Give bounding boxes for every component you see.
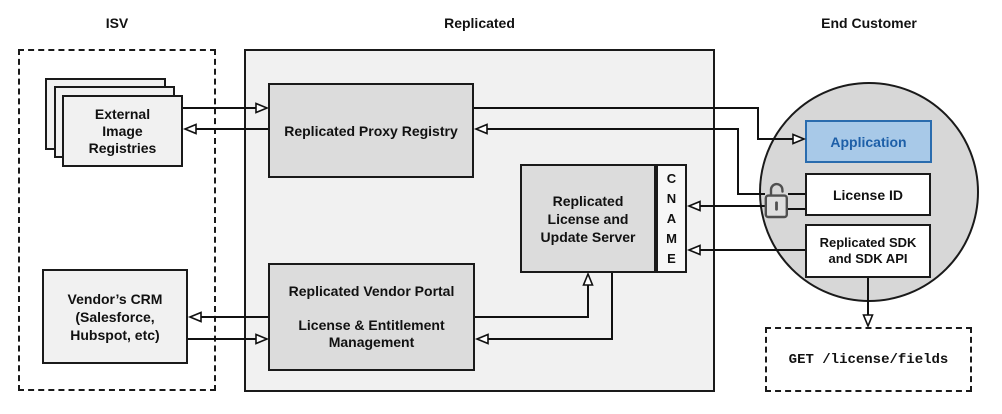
get-license-fields-box: GET /license/fields [765,327,972,392]
section-title-replicated: Replicated [444,15,515,31]
replicated-sdk-node: Replicated SDK and SDK API [805,224,931,278]
replicated-proxy-registry-node: Replicated Proxy Registry [268,83,474,178]
license-id-node: License ID [805,173,931,216]
vendor-portal-node: Replicated Vendor Portal License & Entit… [268,263,475,371]
arrowhead-into-get-box [862,314,874,329]
cname-node: C N A M E [656,164,687,273]
application-node: Application [805,120,932,163]
vendor-crm-node: Vendor’s CRM (Salesforce, Hubspot, etc) [42,269,188,364]
get-license-fields-label: GET /license/fields [788,351,949,368]
license-update-server-node: Replicated License and Update Server [520,164,656,273]
external-image-registries-node: External Image Registries [62,95,183,167]
section-title-end-customer: End Customer [821,15,917,31]
section-title-isv: ISV [105,15,129,31]
isv-dashed-panel [18,49,216,391]
